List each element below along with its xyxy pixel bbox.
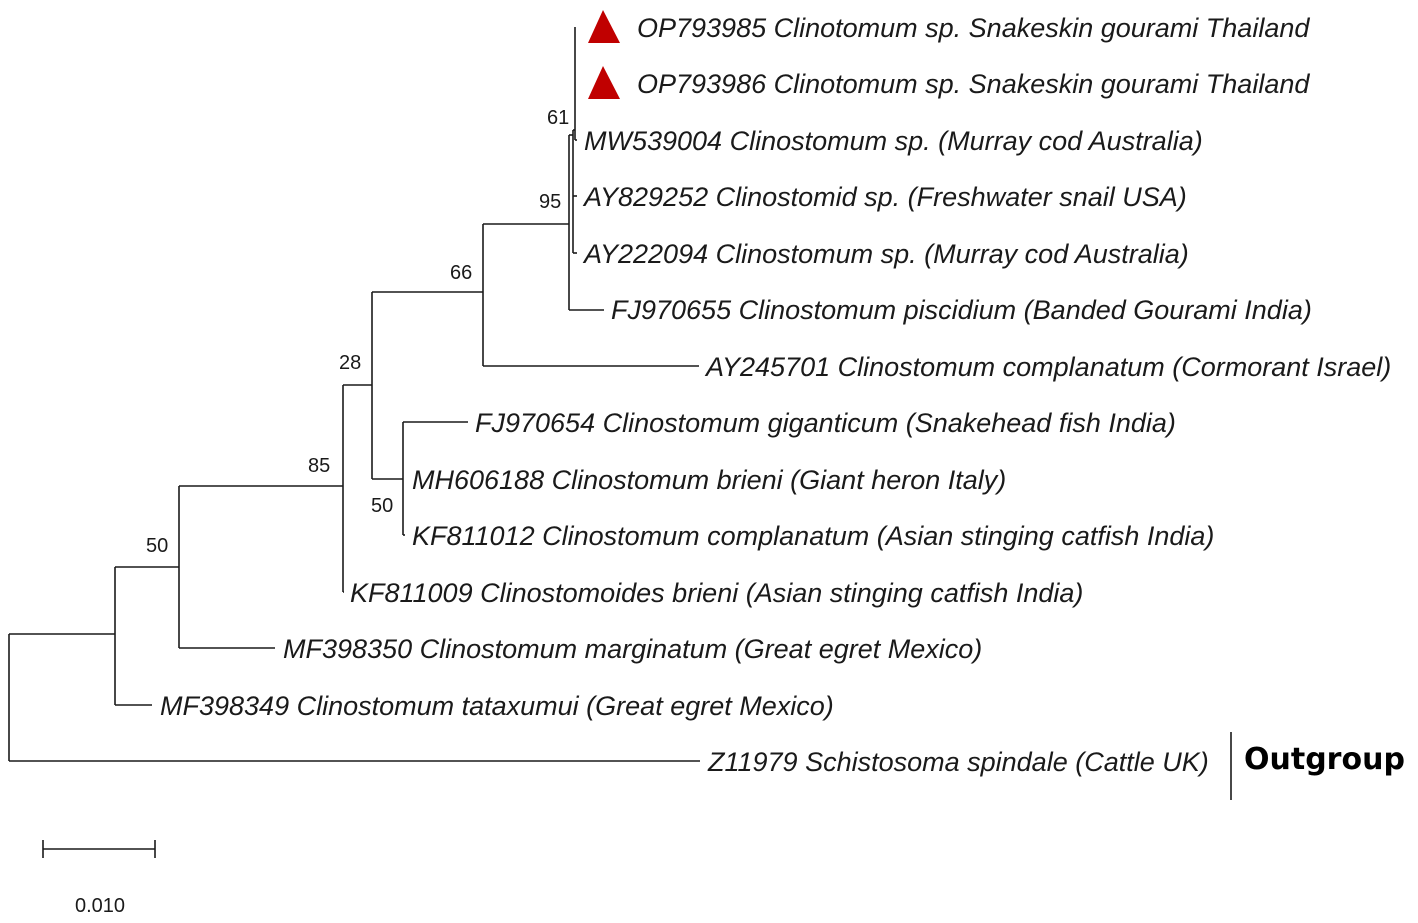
bootstrap-value: 50 xyxy=(371,495,393,517)
outgroup-label: Outgroup xyxy=(1244,742,1405,777)
taxon-label: MH606188 Clinostomum brieni (Giant heron… xyxy=(412,465,1006,495)
taxon-label: AY829252 Clinostomid sp. (Freshwater sna… xyxy=(582,182,1187,212)
taxon-label: OP793985 Clinotomum sp. Snakeskin gouram… xyxy=(637,13,1310,43)
bootstrap-value: 61 xyxy=(547,107,569,129)
bootstrap-value: 50 xyxy=(146,535,168,557)
red-triangle-icon xyxy=(588,10,620,43)
scale-bar-label: 0.010 xyxy=(75,895,125,917)
taxon-labels: OP793985 Clinotomum sp. Snakeskin gouram… xyxy=(160,13,1391,777)
bootstrap-value: 95 xyxy=(539,191,561,213)
taxon-label: FJ970655 Clinostomum piscidium (Banded G… xyxy=(611,295,1312,325)
taxon-label: AY245701 Clinostomum complanatum (Cormor… xyxy=(704,352,1391,382)
bootstrap-values: 61 95 66 28 50 85 50 xyxy=(146,107,569,557)
taxon-label: MW539004 Clinostomum sp. (Murray cod Aus… xyxy=(584,126,1203,156)
scale-bar xyxy=(42,840,156,858)
tree-branches xyxy=(8,27,700,762)
taxon-label: FJ970654 Clinostomum giganticum (Snakehe… xyxy=(475,408,1176,438)
taxon-label: KF811009 Clinostomoides brieni (Asian st… xyxy=(350,578,1083,608)
bootstrap-value: 66 xyxy=(450,262,472,284)
taxon-label: MF398350 Clinostomum marginatum (Great e… xyxy=(283,634,982,664)
taxon-label: AY222094 Clinostomum sp. (Murray cod Aus… xyxy=(582,239,1189,269)
taxon-label: Z11979 Schistosoma spindale (Cattle UK) xyxy=(707,747,1209,777)
red-triangle-icon xyxy=(588,66,620,99)
taxon-label: MF398349 Clinostomum tataxumui (Great eg… xyxy=(160,691,834,721)
taxon-label: OP793986 Clinotomum sp. Snakeskin gouram… xyxy=(637,69,1310,99)
bootstrap-value: 85 xyxy=(308,455,330,477)
taxon-label: KF811012 Clinostomum complanatum (Asian … xyxy=(412,521,1214,551)
bootstrap-value: 28 xyxy=(339,352,361,374)
